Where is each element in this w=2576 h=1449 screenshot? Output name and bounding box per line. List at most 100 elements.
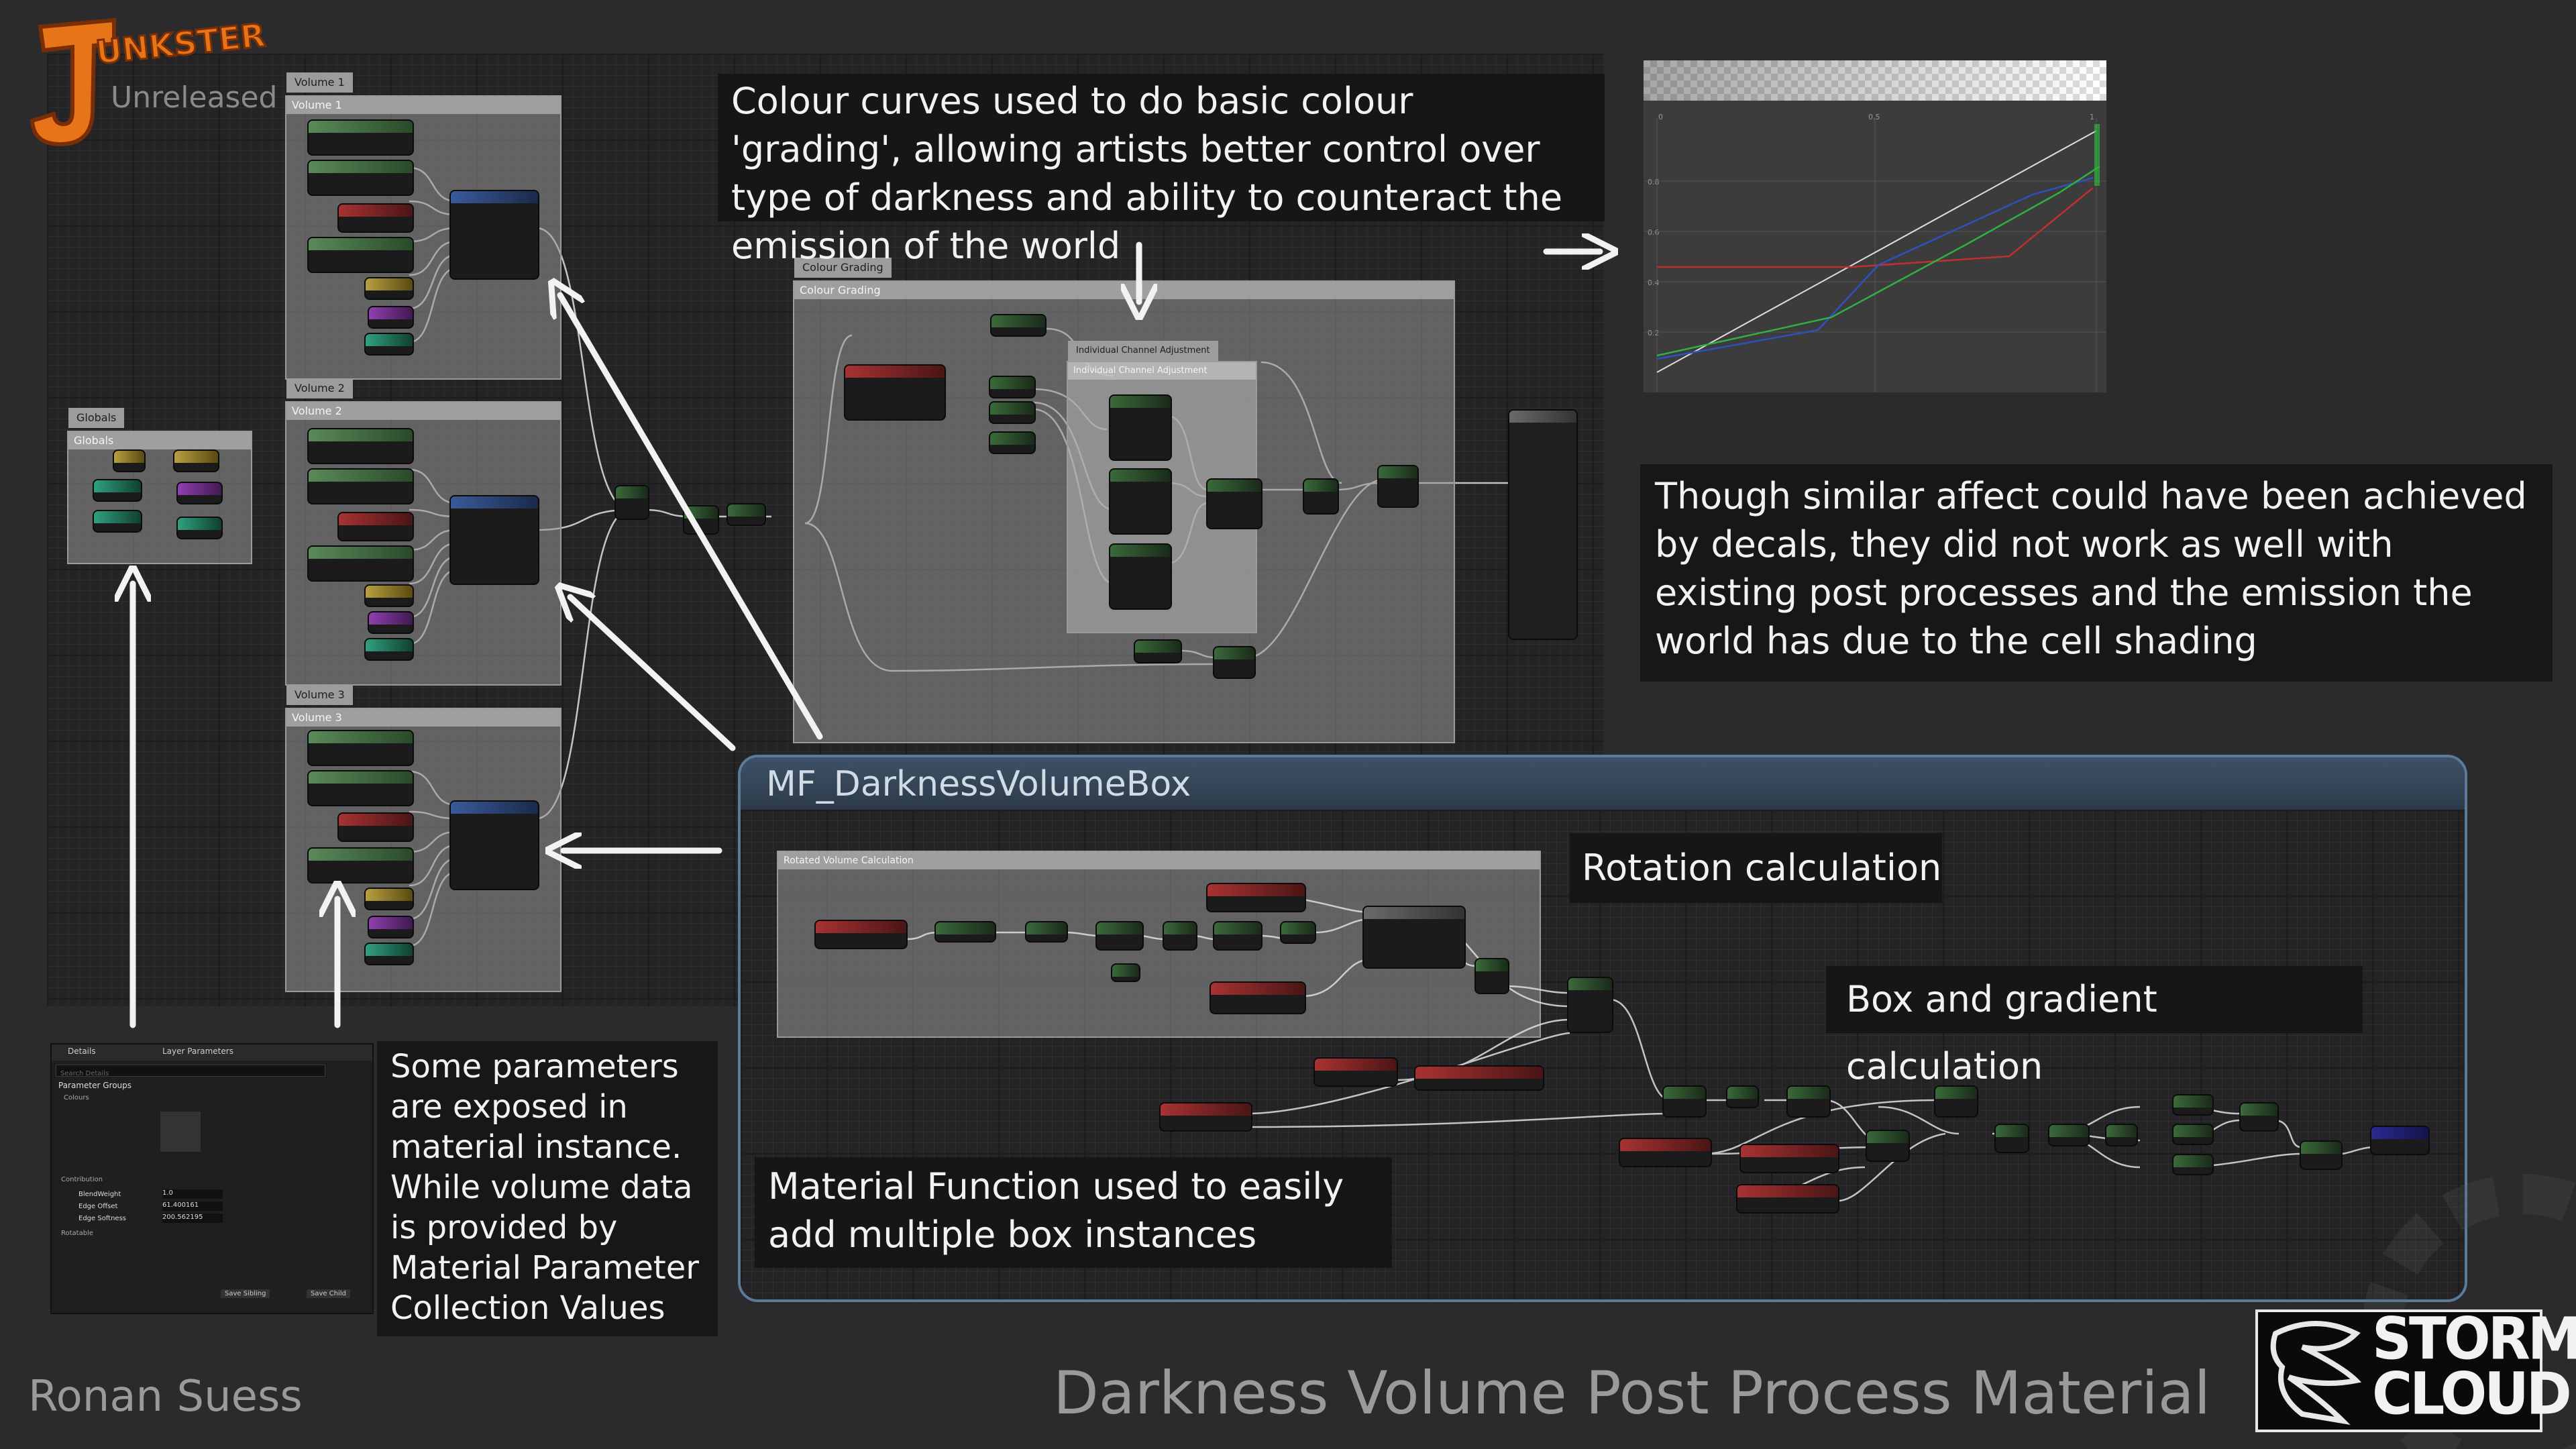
volume-2-rotatable-node[interactable] [366, 586, 413, 606]
colour-curve-chart[interactable]: 0 0.5 1 0.8 0.6 0.4 0.2 [1644, 60, 2106, 392]
one-minus-mf-node[interactable] [2106, 1125, 2137, 1145]
volume-3-edge-offset-node[interactable] [369, 917, 413, 937]
abs-node[interactable] [1727, 1087, 1758, 1107]
input-edge-offset-node[interactable] [1741, 1145, 1838, 1172]
colour-curve-g-node[interactable] [1110, 470, 1171, 533]
static-bool-node[interactable] [1315, 1059, 1397, 1085]
absolute-world-position-node[interactable] [1211, 983, 1305, 1013]
subtract-node-1[interactable] [1664, 1087, 1705, 1116]
mask-b-mf-node[interactable] [1026, 922, 1067, 941]
mask-g-mf-node[interactable] [2174, 1125, 2212, 1144]
rotatable-row[interactable]: Rotatable [61, 1230, 93, 1237]
details-search-input[interactable]: Search Details [56, 1065, 325, 1077]
globals-comment[interactable]: Globals Globals [67, 408, 252, 564]
input-position-node[interactable] [1161, 1104, 1251, 1130]
saturate-node[interactable] [728, 504, 765, 525]
volume-1-edge-offset-node[interactable] [369, 307, 413, 327]
mask-rgb-mf-node[interactable] [936, 922, 995, 941]
volume-2-rotation-axis-node[interactable] [309, 547, 413, 580]
input-rotation-node[interactable] [816, 921, 906, 948]
volume-2-position-node[interactable] [309, 429, 413, 463]
curve-side-tick-2: 0.4 [1648, 278, 1660, 287]
mask-rgb-node[interactable] [991, 315, 1045, 335]
input-extents-node[interactable] [1620, 1139, 1711, 1166]
colour-swatch[interactable] [160, 1112, 201, 1152]
globals-node-5[interactable] [94, 511, 141, 531]
details-panel[interactable]: Details Layer Parameters Search Details … [50, 1043, 374, 1314]
saturate-mf-node[interactable] [2049, 1125, 2088, 1145]
mask-g-node[interactable] [990, 402, 1034, 423]
contribution-row[interactable]: Contribution [61, 1176, 103, 1183]
volume-3-mf-node[interactable] [451, 802, 538, 889]
multiply-node[interactable] [1304, 480, 1338, 513]
multiply-mf-node-2[interactable] [2301, 1142, 2341, 1169]
switch-node[interactable] [1568, 978, 1612, 1032]
volume-1-rotation-axis-node[interactable] [309, 238, 413, 272]
volume-1-edge-softness-node[interactable] [366, 334, 413, 354]
edge-offset-row: Edge Offset [78, 1203, 118, 1210]
subtract-node-3[interactable] [1867, 1131, 1909, 1161]
volume-1-mf-node[interactable] [451, 191, 538, 278]
multiply-mf-node-1[interactable] [2241, 1104, 2277, 1130]
globals-node-4[interactable] [178, 483, 221, 503]
volume-1-position-node[interactable] [309, 121, 413, 154]
rotate-about-axis-node[interactable] [1364, 907, 1464, 967]
colour-grading-tab: Colour Grading [794, 258, 892, 278]
timed-node[interactable] [1164, 922, 1196, 949]
add-node-2[interactable] [684, 506, 718, 533]
globals-node-2[interactable] [174, 451, 218, 471]
volume-3-position-node[interactable] [309, 731, 413, 765]
volume-3-rotatable-node[interactable] [366, 889, 413, 909]
rotated-volume-header: Rotated Volume Calculation [778, 852, 1540, 869]
edge-offset-value[interactable]: 61.400161 [162, 1201, 223, 1211]
colours-row[interactable]: Colours [64, 1094, 89, 1102]
globals-node-6[interactable] [178, 518, 221, 538]
one-node[interactable] [1112, 965, 1139, 981]
mask-b-mf-node-2[interactable] [2174, 1155, 2212, 1174]
globals-node-1[interactable] [114, 451, 144, 471]
mask-r-node[interactable] [990, 377, 1034, 397]
volume-2-mf-node[interactable] [451, 496, 538, 584]
volume-3-edge-softness-node[interactable] [366, 944, 413, 964]
pp-output-node[interactable] [1509, 411, 1576, 639]
edge-softness-value[interactable]: 200.562195 [162, 1214, 223, 1223]
output-result-node[interactable] [2371, 1127, 2428, 1154]
blend-weight-value[interactable]: 1.0 [162, 1189, 223, 1199]
mask-r-mf-node[interactable] [2174, 1095, 2212, 1114]
volume-2-tab: Volume 2 [286, 378, 353, 398]
subtract-node-2[interactable] [1788, 1087, 1829, 1116]
input-volume-rotated-node[interactable] [1415, 1067, 1543, 1089]
globals-node-3[interactable] [94, 480, 141, 500]
tab-details[interactable]: Details [68, 1046, 96, 1056]
subtract-node-4[interactable] [1935, 1087, 1977, 1116]
input-edge-softness-node[interactable] [1737, 1185, 1838, 1212]
divide-node[interactable] [1996, 1125, 2028, 1152]
append-vector-node[interactable] [1208, 480, 1261, 528]
volume-3-extents-node[interactable] [309, 771, 413, 805]
input-rotation-axis-node[interactable] [1208, 884, 1305, 911]
volume-2-extents-node[interactable] [309, 470, 413, 503]
scene-texture-node[interactable] [845, 366, 945, 419]
blend-weight-node[interactable] [1135, 641, 1181, 662]
volume-1-extents-node[interactable] [309, 161, 413, 195]
colour-curve-b-node[interactable] [1110, 545, 1171, 608]
volume-1-rotatable-node[interactable] [366, 278, 413, 299]
divide-360-node[interactable] [1214, 922, 1261, 949]
volume-1-rotation-node[interactable] [339, 205, 413, 231]
multiply-node-2[interactable] [1214, 647, 1254, 678]
colour-curve-r-node[interactable] [1110, 396, 1171, 460]
add-mf-node[interactable] [1476, 959, 1508, 993]
add-node[interactable] [616, 486, 648, 519]
save-sibling-button[interactable]: Save Sibling [221, 1289, 270, 1298]
mask-b-node[interactable] [990, 433, 1034, 453]
save-child-button[interactable]: Save Child [307, 1289, 350, 1298]
volume-2-rotation-node[interactable] [339, 513, 413, 540]
volume-2-edge-offset-node[interactable] [369, 612, 413, 633]
volume-3-rotation-axis-node[interactable] [309, 849, 413, 882]
lerp-node[interactable] [1379, 466, 1417, 506]
volume-3-rotation-node[interactable] [339, 814, 413, 841]
add-90-node[interactable] [1097, 922, 1142, 949]
one-minus-node[interactable] [1281, 922, 1315, 943]
tab-layer-parameters[interactable]: Layer Parameters [162, 1046, 233, 1056]
volume-2-edge-softness-node[interactable] [366, 639, 413, 659]
